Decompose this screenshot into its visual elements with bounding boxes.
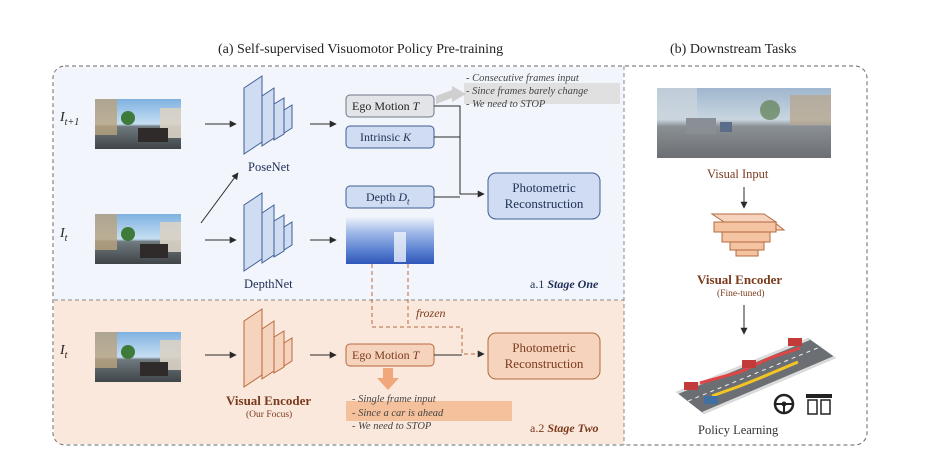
depthnet-block — [243, 192, 293, 272]
photometric-box-stage-one — [487, 172, 601, 220]
posenet-block — [243, 75, 293, 155]
fine-tuned-encoder-label: Visual Encoder — [697, 272, 783, 287]
frame-t-stage-two-image — [95, 332, 181, 382]
frame-t-plus-1-label: It+1 — [60, 110, 80, 128]
outer-frame — [52, 65, 868, 446]
visual-input-image — [657, 88, 831, 158]
pedals-icon — [806, 394, 832, 415]
posenet-label: PoseNet — [248, 160, 290, 174]
ego-motion-label: Ego Motion T — [352, 99, 420, 113]
grey-arrow — [436, 86, 466, 104]
frozen-label: frozen — [416, 306, 446, 320]
visual-encoder-label: Visual Encoder — [226, 393, 312, 408]
fine-tuned-encoder-block — [710, 213, 786, 257]
stage-one-notes: - Consecutive frames input - Since frame… — [466, 73, 589, 110]
left-panel-title: (a) Self-supervised Visuomotor Policy Pr… — [218, 42, 504, 57]
frame-t-label: It — [60, 226, 68, 244]
fine-tuned-encoder-sublabel: (Fine-tuned) — [717, 289, 765, 299]
photometric-label-stage-one: Photometric Reconstruction — [504, 180, 584, 211]
photometric-label-stage-two: Photometric Reconstruction — [504, 340, 584, 371]
orange-arrow — [377, 368, 399, 390]
frame-t-stage-two-label: It — [60, 343, 68, 361]
intrinsic-label: Intrinsic K — [360, 130, 412, 144]
steering-wheel-icon — [773, 393, 795, 415]
depth-map-image — [346, 216, 434, 264]
depth-label: Depth Dt — [366, 190, 410, 207]
visual-encoder-sublabel: (Our Focus) — [246, 410, 293, 420]
stage-two-notes: - Single frame input - Since a car is ah… — [352, 394, 444, 432]
visual-encoder-block — [243, 308, 293, 388]
right-panel-title: (b) Downstream Tasks — [670, 42, 797, 57]
stage-one-label: a.1 Stage One — [530, 277, 599, 291]
photometric-box-stage-two — [487, 332, 601, 380]
depthnet-label: DepthNet — [244, 277, 293, 291]
frame-t-plus-1-image — [95, 99, 181, 149]
ego-motion-label-stage-two: Ego Motion T — [352, 348, 420, 362]
visual-input-label: Visual Input — [707, 167, 769, 181]
frame-t-image — [95, 214, 181, 264]
policy-road-illustration — [676, 338, 836, 414]
stage-two-label: a.2 Stage Two — [530, 421, 599, 435]
stage-one-region — [54, 67, 624, 300]
policy-learning-label: Policy Learning — [698, 423, 779, 437]
